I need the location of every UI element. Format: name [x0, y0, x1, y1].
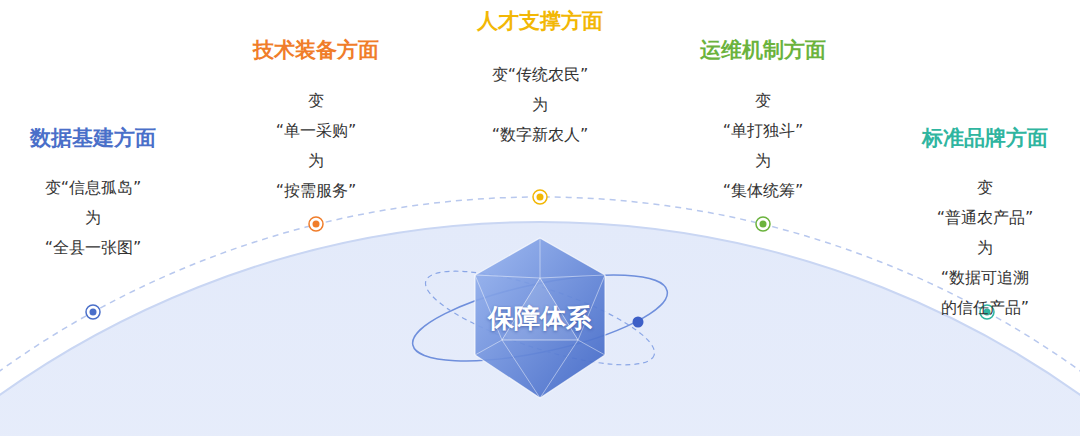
arc-dot — [756, 217, 770, 231]
section-body: 变“单打独斗” 为“集体统筹” — [723, 86, 804, 206]
section-heading: 运维机制方面 — [700, 37, 826, 63]
polyhedron-edge — [475, 340, 502, 355]
polyhedron-edge — [475, 275, 540, 278]
section-body: 变“单一采购” 为“按需服务” — [276, 86, 357, 206]
arc-dot — [533, 190, 547, 204]
polyhedron-edge — [540, 340, 578, 398]
section-heading: 数据基建方面 — [30, 125, 156, 151]
polyhedron-outline — [475, 238, 605, 398]
section-heading: 人才支撑方面 — [477, 8, 603, 34]
section-body: 变“普通农产品” 为“数据可追溯 的信任产品” — [937, 173, 1034, 323]
dome — [0, 222, 1080, 436]
orbit-dot — [633, 317, 644, 328]
polyhedron-core: 保障体系 — [465, 233, 615, 403]
section-heading: 标准品牌方面 — [922, 125, 1048, 151]
polyhedron-edge — [502, 340, 540, 398]
polyhedron-edge — [540, 275, 605, 278]
polyhedron-edge — [578, 340, 605, 355]
arc-dot — [86, 305, 100, 319]
core-title: 保障体系 — [488, 301, 592, 336]
section-body: 变“传统农民” 为“数字新农人” — [492, 60, 589, 150]
dashed-arc — [0, 197, 1080, 436]
polyhedron-edge — [540, 238, 541, 278]
arc-dot — [309, 217, 323, 231]
section-body: 变“信息孤岛” 为“全县一张图” — [45, 173, 142, 263]
section-heading: 技术装备方面 — [253, 37, 379, 63]
